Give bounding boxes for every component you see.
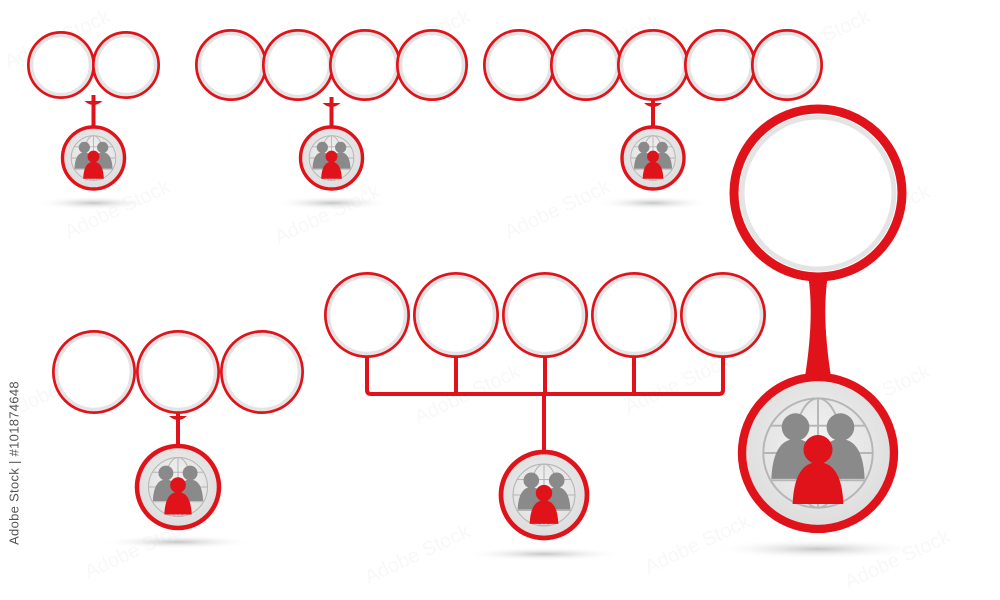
person-gray-right-head — [548, 472, 565, 489]
person-gray-right-head — [656, 141, 668, 154]
watermark-text: Adobe Stock — [621, 350, 734, 418]
people-globe-icon — [737, 372, 899, 534]
person-red-center-head — [647, 150, 659, 163]
diagram-5-bubbles-top-shadow — [594, 196, 712, 210]
people-globe-icon — [498, 449, 590, 541]
person-red-center-head — [803, 435, 833, 465]
people-globe-icon — [620, 125, 686, 191]
person-gray-right-head — [97, 141, 109, 154]
text-bubble — [92, 31, 160, 99]
person-gray-left-head — [316, 141, 328, 154]
text-bubble-inner-shade — [29, 33, 93, 97]
text-bubble — [413, 272, 499, 358]
connector-junction — [169, 416, 187, 420]
person-red-center-head — [325, 150, 338, 163]
text-bubble-inner-shade — [138, 332, 218, 412]
watermark-text: Adobe Stock — [841, 525, 954, 593]
diagram-5-bubbles-bracket — [324, 272, 766, 541]
text-bubble — [324, 272, 410, 358]
text-bubble-inner-shade — [682, 274, 764, 356]
text-bubble — [52, 330, 136, 414]
person-red-center-body — [83, 161, 104, 179]
stock-id-text: Adobe Stock | #101874648 — [6, 381, 22, 545]
person-red-center-body — [321, 161, 342, 179]
people-globe-icon — [134, 443, 222, 531]
text-bubble — [329, 29, 401, 101]
text-bubble — [195, 29, 267, 101]
text-bubble — [751, 29, 823, 101]
diagram-4-bubbles — [195, 29, 468, 191]
text-bubble — [591, 272, 677, 358]
text-bubble-inner-shade — [398, 31, 466, 99]
text-bubble — [27, 31, 95, 99]
text-bubble — [502, 272, 588, 358]
connector-stem — [804, 275, 832, 383]
text-bubble — [396, 29, 468, 101]
diagram-5-bubbles-top — [483, 29, 823, 191]
diagram-layer — [27, 29, 907, 541]
connector-junction — [84, 101, 103, 105]
diagram-3-bubbles-shadow — [100, 535, 256, 549]
text-bubble — [550, 29, 622, 101]
watermark-text: Adobe Stock — [361, 520, 474, 588]
person-red-center-head — [535, 484, 553, 502]
text-bubble-inner-shade — [222, 332, 302, 412]
text-bubble — [220, 330, 304, 414]
person-gray-left-head — [78, 141, 90, 154]
diagram-2-bubbles — [27, 31, 160, 191]
text-bubble — [617, 29, 689, 101]
people-globe-icon — [60, 125, 127, 191]
person-gray-right-head — [826, 413, 855, 441]
text-bubble — [136, 330, 220, 414]
text-bubble-inner-shade — [54, 332, 134, 412]
text-bubble — [729, 104, 907, 282]
diagram-1-bubble-large — [729, 104, 907, 534]
diagram-2-bubbles-shadow — [34, 196, 153, 210]
connector-junction — [322, 103, 341, 107]
person-red-center-body — [164, 491, 192, 515]
text-bubble-inner-shade — [593, 274, 675, 356]
text-bubble — [262, 29, 334, 101]
person-gray-left-head — [158, 465, 174, 481]
shadow-layer — [34, 196, 925, 561]
person-red-center-head — [87, 150, 100, 163]
text-bubble — [483, 29, 555, 101]
person-red-center-head — [170, 477, 186, 493]
people-globe-icon — [298, 125, 365, 191]
text-bubble-inner-shade — [753, 31, 821, 99]
stock-id-label: Adobe Stock | #101874648 — [2, 348, 26, 578]
diagram-3-bubbles — [52, 330, 304, 531]
text-bubble-inner-shade — [415, 274, 497, 356]
diagram-5-bubbles-bracket-shadow — [462, 547, 626, 561]
connector-junction — [644, 103, 662, 107]
text-bubble — [684, 29, 756, 101]
text-bubble-inner-shade — [94, 33, 158, 97]
diagram-1-bubble-large-shadow — [711, 539, 925, 559]
person-gray-left-head — [781, 413, 810, 441]
person-red-center-body — [792, 462, 844, 504]
watermark-text: Adobe Stock — [501, 175, 614, 243]
text-bubble-inner-shade — [739, 114, 897, 272]
person-gray-left-head — [638, 141, 650, 154]
diagram-4-bubbles-shadow — [272, 196, 391, 210]
person-gray-right-head — [182, 465, 198, 481]
text-bubble — [680, 272, 766, 358]
person-gray-right-head — [335, 141, 347, 154]
text-bubble-inner-shade — [326, 274, 408, 356]
person-red-center-body — [642, 161, 664, 179]
person-gray-left-head — [523, 472, 540, 489]
text-bubble-inner-shade — [504, 274, 586, 356]
person-red-center-body — [529, 500, 559, 524]
